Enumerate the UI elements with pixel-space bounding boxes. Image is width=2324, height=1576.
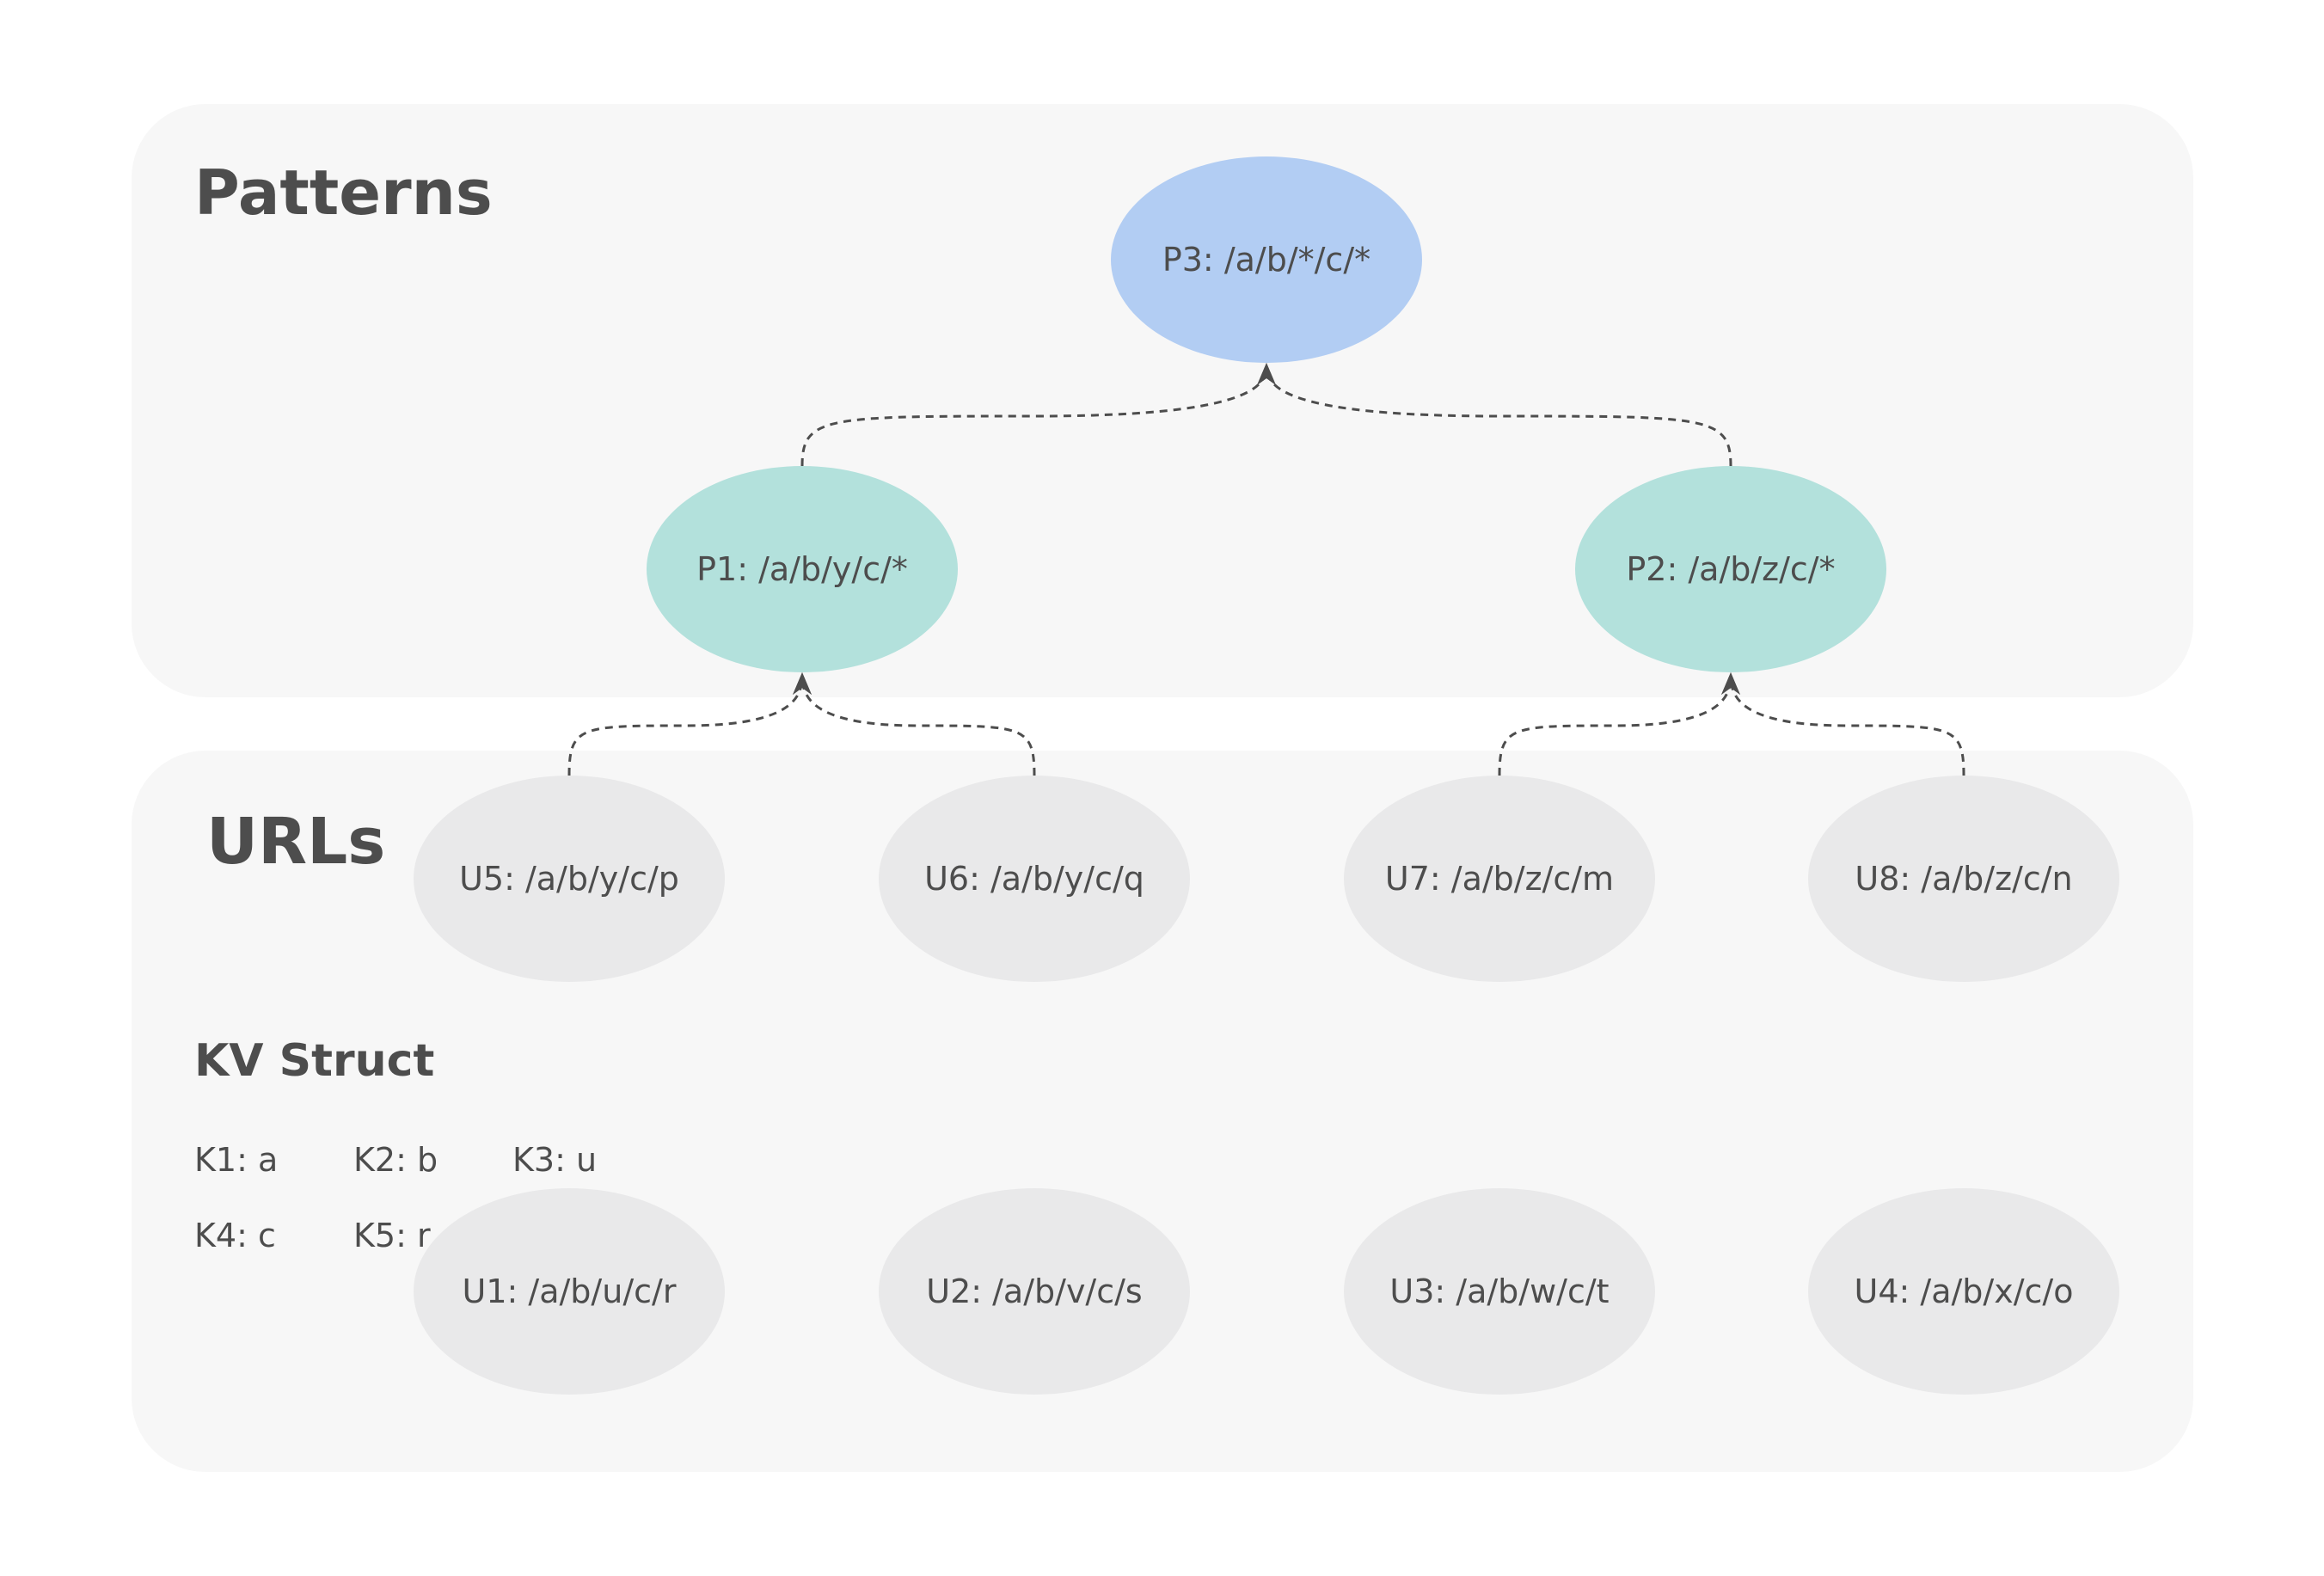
urls-heading: URLs	[206, 805, 386, 879]
url-node-u1[interactable]: U1: /a/b/u/c/r	[414, 1188, 725, 1395]
arrowhead-u6-to-p1	[793, 672, 812, 695]
pattern-node-p3[interactable]: P3: /a/b/*/c/*	[1111, 156, 1422, 363]
url-node-u6[interactable]: U6: /a/b/y/c/q	[879, 776, 1190, 982]
url-node-u3[interactable]: U3: /a/b/w/c/t	[1344, 1188, 1655, 1395]
url-node-u5[interactable]: U5: /a/b/y/c/p	[414, 776, 725, 982]
url-node-u8[interactable]: U8: /a/b/z/c/n	[1808, 776, 2119, 982]
url-node-u7[interactable]: U7: /a/b/z/c/m	[1344, 776, 1655, 982]
edge-u6-to-p1	[800, 675, 1036, 776]
url-node-u2[interactable]: U2: /a/b/v/c/s	[879, 1188, 1190, 1395]
arrowhead-u8-to-p2	[1721, 672, 1740, 695]
kv-entry-k4: K4: c	[194, 1217, 276, 1254]
kv-entry-k2: K2: b	[353, 1141, 438, 1179]
patterns-heading: Patterns	[194, 156, 493, 229]
pattern-node-p2[interactable]: P2: /a/b/z/c/*	[1575, 466, 1886, 672]
kv-entry-k5: K5: r	[353, 1217, 431, 1254]
edge-p1-to-p3	[800, 365, 1268, 467]
kv-entry-k1: K1: a	[194, 1141, 279, 1179]
url-node-u4[interactable]: U4: /a/b/x/c/o	[1808, 1188, 2119, 1395]
edge-u7-to-p2	[1498, 675, 1732, 776]
arrowhead-p2-to-p3	[1257, 363, 1276, 385]
kv-struct-heading: KV Struct	[194, 1035, 435, 1087]
pattern-node-p1[interactable]: P1: /a/b/y/c/*	[647, 466, 958, 672]
edge-u8-to-p2	[1729, 675, 1965, 776]
edge-u5-to-p1	[567, 675, 804, 776]
edge-p2-to-p3	[1265, 365, 1732, 467]
kv-entry-k3: K3: u	[512, 1141, 598, 1179]
